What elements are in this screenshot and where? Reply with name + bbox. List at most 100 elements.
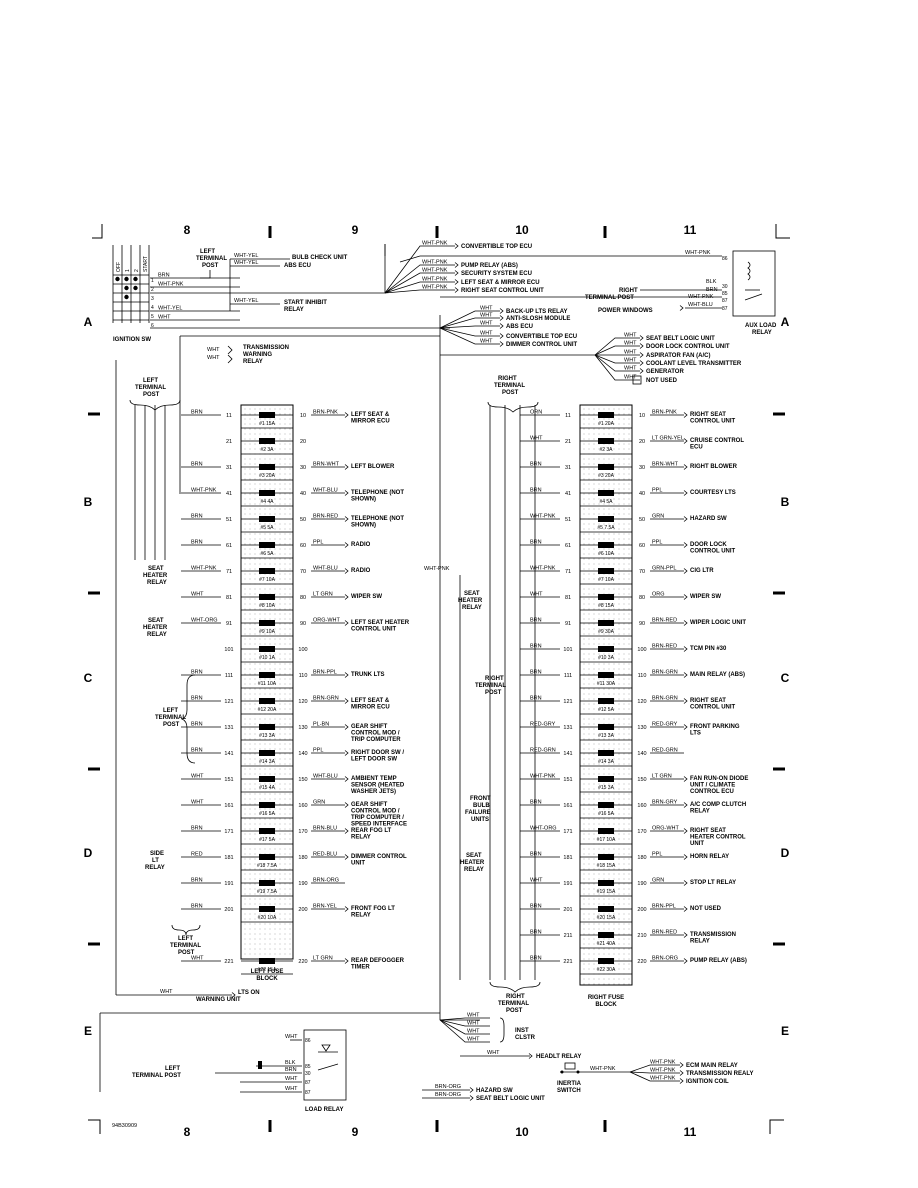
lts-on: WARNING UNIT	[196, 997, 241, 1003]
fuse-dot	[623, 823, 625, 825]
fuse-dot	[284, 608, 286, 610]
fuse-dot	[274, 498, 276, 500]
fuse-dot	[289, 458, 291, 460]
fuse-dot	[279, 813, 281, 815]
fuse-dot	[289, 538, 291, 540]
post-label: TERMINAL	[155, 715, 186, 721]
fuse-icon	[259, 464, 275, 470]
fuse-dot	[264, 953, 266, 955]
fuse-dot	[284, 538, 286, 540]
fuse-dot	[279, 593, 281, 595]
corner-mark	[769, 1119, 784, 1134]
wire-color: BRN	[530, 644, 542, 650]
fuse-load-label: HEATER CONTROL	[690, 835, 746, 841]
fuse-dot	[254, 698, 256, 700]
grid-tick	[88, 767, 100, 771]
fuse-dot	[244, 498, 246, 500]
fuse-dot	[628, 503, 630, 505]
fuse-dot	[269, 688, 271, 690]
fuse-dot	[583, 838, 585, 840]
fuse-dot	[613, 898, 615, 900]
fuse-dot	[264, 628, 266, 630]
fuse-dot	[618, 803, 620, 805]
fuse-dot	[254, 748, 256, 750]
fuse-dot	[598, 488, 600, 490]
grid-row-left: C	[84, 671, 93, 685]
fuse-dot	[274, 633, 276, 635]
fuse-dot	[603, 718, 605, 720]
fuse-dot	[623, 898, 625, 900]
wire-color: BRN	[191, 826, 203, 832]
fuse-dot	[284, 823, 286, 825]
fuse-dot	[588, 878, 590, 880]
fuse-dot	[279, 863, 281, 865]
fuse-dot	[244, 658, 246, 660]
fuse-rating: #20 15A	[597, 915, 616, 921]
fuse-pin-out: 100	[298, 647, 307, 653]
fuse-dot	[593, 888, 595, 890]
fuse-icon	[598, 698, 614, 704]
fuse-dot	[289, 418, 291, 420]
fuse-dot	[588, 543, 590, 545]
fuse-dot	[274, 788, 276, 790]
fuse-dot	[593, 858, 595, 860]
fuse-dot	[628, 773, 630, 775]
fuse-dot	[244, 868, 246, 870]
fuse-dot	[618, 858, 620, 860]
fuse-dot	[254, 533, 256, 535]
fuse-rating: #7 10A	[598, 577, 615, 583]
fuse-dot	[254, 668, 256, 670]
fuse-dot	[628, 578, 630, 580]
fuse-dot	[613, 848, 615, 850]
fuse-dot	[628, 708, 630, 710]
arrow-icon	[499, 315, 504, 321]
right-top-output: GENERATOR	[646, 369, 684, 375]
fuse-dot	[249, 728, 251, 730]
fuse-dot	[598, 548, 600, 550]
fuse-dot	[583, 608, 585, 610]
fuse-dot	[623, 498, 625, 500]
fuse-dot	[588, 833, 590, 835]
fuse-dot	[628, 868, 630, 870]
fuse-rating: #7 10A	[259, 577, 276, 583]
fuse-dot	[583, 433, 585, 435]
fuse-dot	[593, 983, 595, 985]
fuse-dot	[593, 693, 595, 695]
fuse-dot	[289, 873, 291, 875]
fuse-dot	[274, 488, 276, 490]
fuse-pin-out: 150	[298, 777, 307, 783]
wire-color: WHT-PNK	[422, 268, 448, 274]
fuse-pin-in: 151	[224, 777, 233, 783]
load-relay	[303, 1029, 347, 1101]
fuse-dot	[613, 408, 615, 410]
arrow-icon	[528, 1053, 533, 1059]
fuse-dot	[623, 528, 625, 530]
fuse-pin-in: 121	[563, 699, 572, 705]
wire-color: PPL	[313, 748, 323, 754]
ignition-contact	[124, 285, 129, 291]
fuse-dot	[249, 688, 251, 690]
fuse-dot	[618, 413, 620, 415]
fuse-dot	[244, 638, 246, 640]
fuse-dot	[603, 903, 605, 905]
fuse-dot	[259, 783, 261, 785]
fuse-dot	[583, 883, 585, 885]
grid-column-top: 11	[684, 223, 697, 237]
fuse-dot	[618, 593, 620, 595]
fuse-dot	[613, 483, 615, 485]
fuse-pin-out: 190	[298, 881, 307, 887]
wire-color: BRN-GRN	[652, 670, 678, 676]
fuse-dot	[274, 768, 276, 770]
side-relay: RELAY	[464, 867, 484, 873]
fuse-dot	[264, 663, 266, 665]
fuse-dot	[618, 633, 620, 635]
fuse-dot	[608, 473, 610, 475]
arrow-icon	[344, 854, 349, 860]
wire-color: WHT	[285, 1086, 298, 1092]
fuse-dot	[593, 753, 595, 755]
inertia-switch-icon	[564, 1062, 576, 1070]
fuse-dot	[623, 723, 625, 725]
fuse-dot	[244, 443, 246, 445]
fuse-dot	[628, 663, 630, 665]
fuse-dot	[623, 543, 625, 545]
